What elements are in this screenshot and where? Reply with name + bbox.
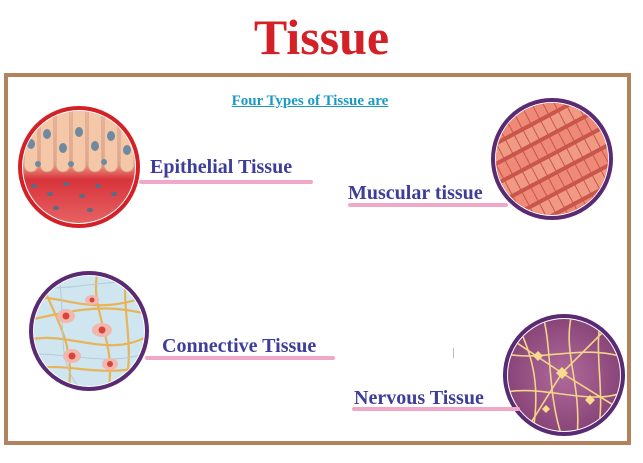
muscular-tissue-illustration — [491, 98, 613, 220]
diagram-subtitle: Four Types of Tissue are — [231, 93, 389, 109]
connective-tissue-label: Connective Tissue — [162, 335, 317, 357]
connective-tissue-underline — [145, 356, 335, 360]
page-title: Tissue — [253, 9, 390, 65]
epithelial-tissue-label: Epithelial Tissue — [150, 156, 293, 178]
stray-mark — [453, 348, 454, 358]
muscular-tissue-underline — [348, 203, 508, 207]
epithelial-tissue-illustration — [18, 106, 140, 228]
nervous-tissue-underline — [352, 407, 520, 411]
diagram-frame — [4, 73, 631, 445]
epithelial-tissue-underline — [139, 180, 313, 184]
connective-tissue-illustration — [29, 271, 149, 391]
muscular-tissue-label: Muscular tissue — [348, 182, 483, 204]
nervous-tissue-label: Nervous Tissue — [354, 387, 484, 409]
nervous-tissue-illustration — [503, 314, 625, 436]
